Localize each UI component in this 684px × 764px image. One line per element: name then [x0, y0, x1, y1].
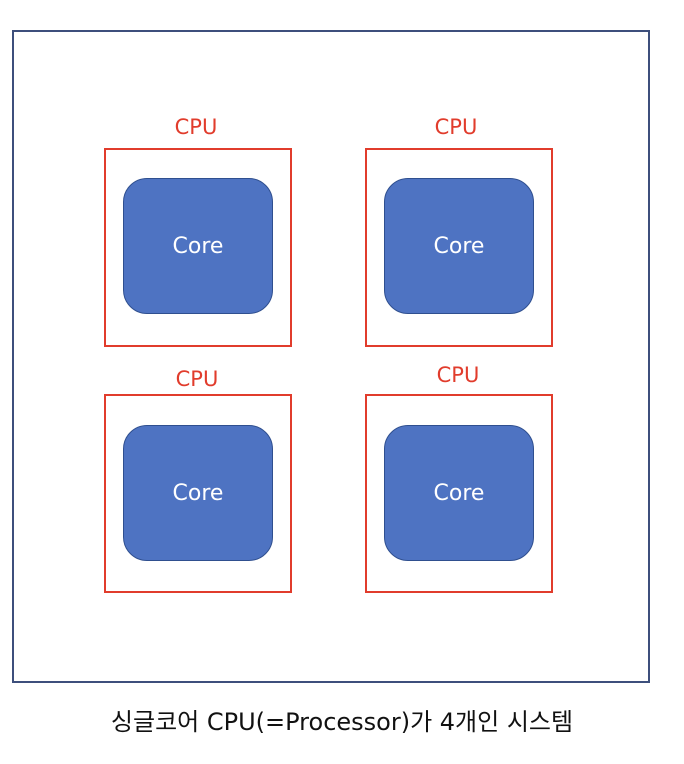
cpu-box: Core	[365, 148, 553, 347]
system-boundary	[12, 30, 650, 683]
cpu-label: CPU	[174, 115, 218, 139]
cpu-label: CPU	[175, 367, 219, 391]
cpu-box: Core	[104, 394, 292, 593]
core-box: Core	[384, 178, 534, 314]
core-box: Core	[123, 178, 273, 314]
cpu-label: CPU	[436, 363, 480, 387]
cpu-box: Core	[104, 148, 292, 347]
cpu-label: CPU	[434, 115, 478, 139]
cpu-box: Core	[365, 394, 553, 593]
core-box: Core	[384, 425, 534, 561]
core-box: Core	[123, 425, 273, 561]
diagram-caption: 싱글코어 CPU(=Processor)가 4개인 시스템	[110, 708, 574, 736]
